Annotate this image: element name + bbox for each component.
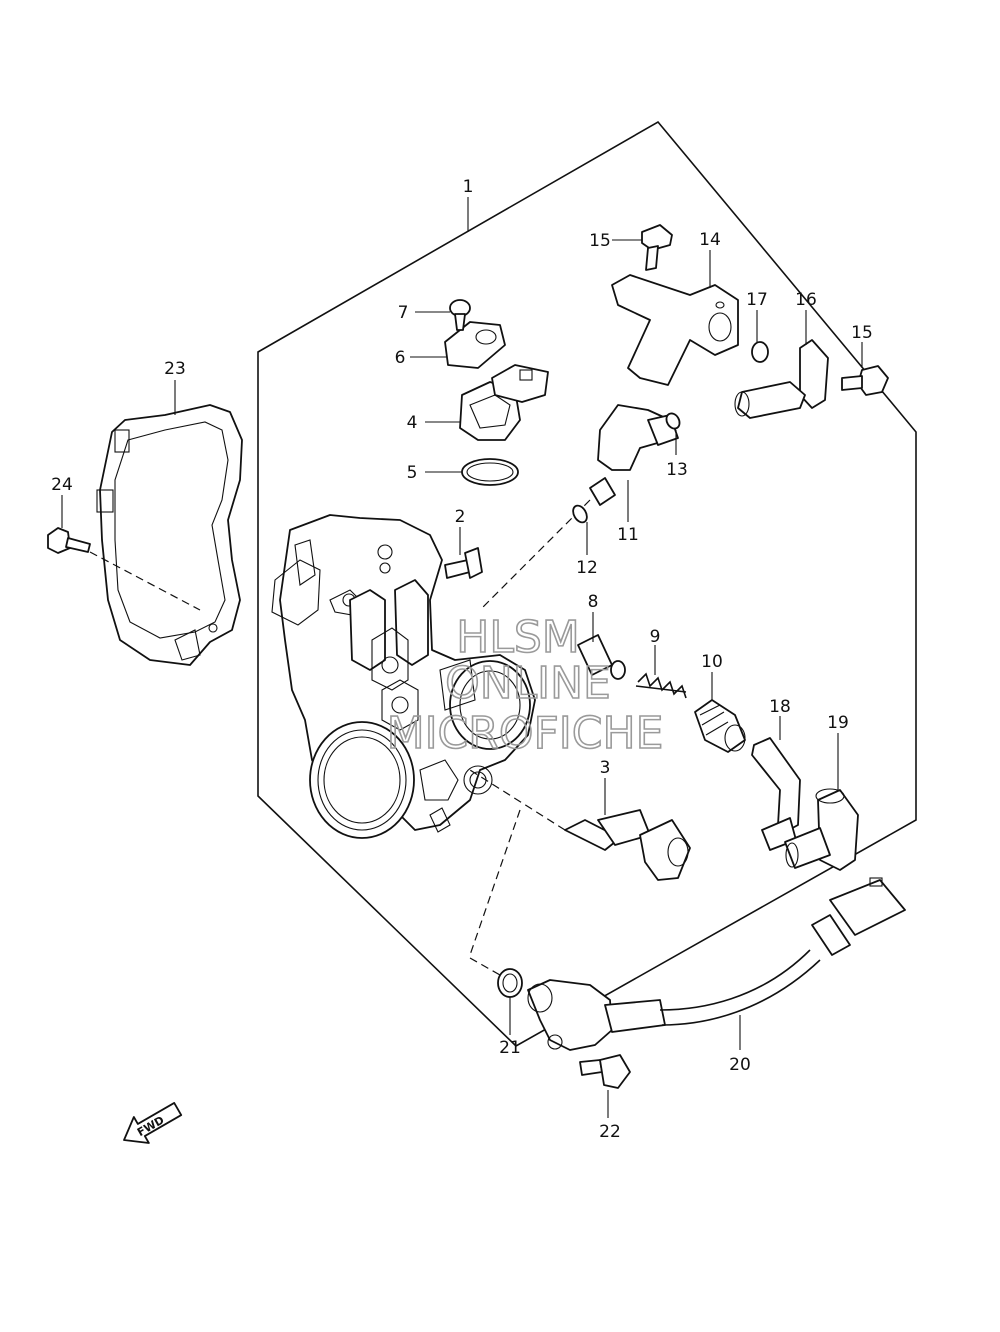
callout-2: 2 [455, 507, 466, 527]
watermark-line1: HLSM [456, 612, 580, 663]
callout-21: 21 [499, 1038, 521, 1058]
watermark-line2: ONLINE [445, 658, 611, 709]
callout-7: 7 [398, 303, 409, 323]
callout-23: 23 [164, 359, 186, 379]
callout-11: 11 [617, 525, 639, 545]
callout-12: 12 [576, 558, 598, 578]
callout-19: 19 [827, 713, 849, 733]
part-9-spring [635, 672, 687, 699]
callout-18: 18 [769, 697, 791, 717]
part-22-screw [579, 1054, 631, 1089]
callout-16: 16 [795, 290, 817, 310]
dash-24-23 [89, 551, 201, 611]
callout-8: 8 [588, 592, 599, 612]
dash-3-body [469, 769, 566, 831]
part-12-o-ring [572, 504, 588, 524]
part-7-screw [449, 299, 471, 331]
part-13-o-ring [665, 412, 681, 430]
dash-11-body [479, 499, 591, 611]
callout-14: 14 [699, 230, 721, 250]
part-4-sensor [459, 364, 549, 441]
fwd-arrow-icon [123, 1102, 183, 1144]
part-1-throttle-body [271, 514, 536, 839]
callout-15a: 15 [589, 231, 611, 251]
dash-21 [469, 957, 501, 976]
callout-3: 3 [600, 758, 611, 778]
dash-20-body [469, 809, 521, 956]
callout-20: 20 [729, 1055, 751, 1075]
part-3-idle-screw [564, 809, 691, 881]
part-10-nut [694, 699, 746, 753]
callout-15b: 15 [851, 323, 873, 343]
part-2-screw [444, 547, 483, 579]
part-19-elbow [784, 788, 859, 871]
part-17-o-ring [751, 341, 769, 363]
part-21-o-ring [497, 968, 523, 998]
callout-6: 6 [395, 348, 406, 368]
part-24-bolt [47, 527, 91, 554]
part-14-bracket [611, 274, 739, 386]
callout-13: 13 [666, 460, 688, 480]
callout-4: 4 [407, 413, 418, 433]
assembly-outline [257, 120, 917, 1047]
part-16-fitting [734, 339, 829, 419]
part-20-sensor-harness [527, 877, 906, 1051]
part-15b-bolt [841, 365, 889, 396]
part-15a-bolt [641, 224, 673, 271]
watermark-line3: MICROFICHE [387, 708, 664, 759]
callout-10: 10 [701, 652, 723, 672]
callout-22: 22 [599, 1122, 621, 1142]
callout-5: 5 [407, 463, 418, 483]
part-11-injector [589, 404, 679, 506]
part-23-cover [96, 404, 243, 666]
part-18-hose [751, 737, 801, 851]
callout-1: 1 [463, 177, 474, 197]
part-8-plunger [577, 634, 626, 680]
callout-24: 24 [51, 475, 73, 495]
callout-9: 9 [650, 627, 661, 647]
part-6-bracket [444, 321, 506, 369]
callout-17: 17 [746, 290, 768, 310]
